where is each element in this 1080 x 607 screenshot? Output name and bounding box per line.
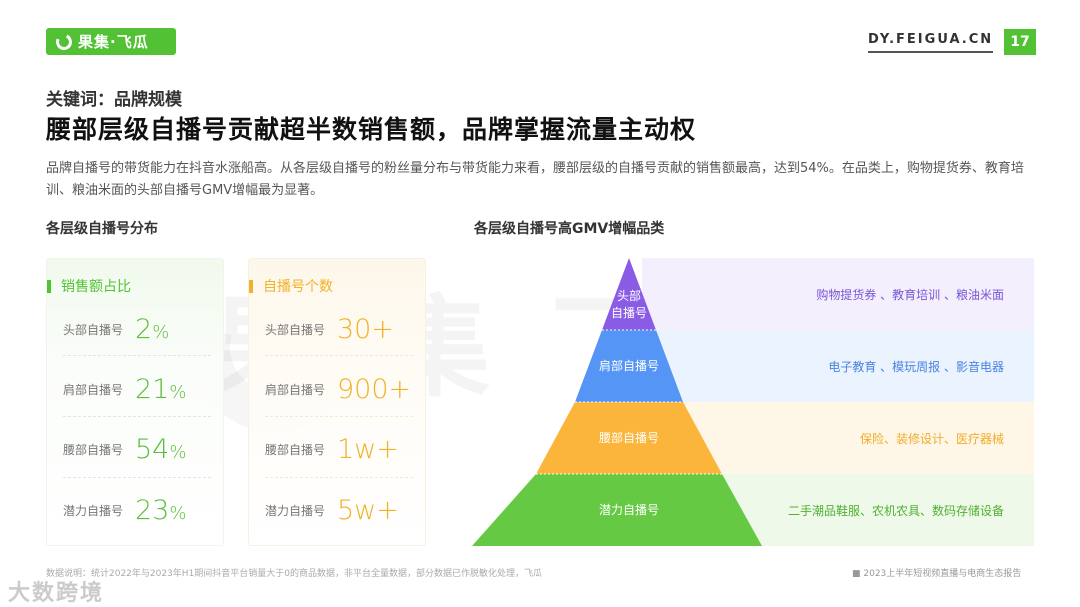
description: 品牌自播号的带货能力在抖音水涨船高。从各层级自播号的粉丝量分布与带货能力来看，腰… (46, 161, 1024, 198)
divider (63, 477, 211, 478)
list-item: 潜力自播号 23% (63, 480, 211, 540)
site-url: DY.FEIGUA.CN (868, 32, 994, 53)
tier-value: 54% (135, 433, 187, 465)
tier-label-head: 头部 自播号 (610, 289, 647, 320)
sales-share-card: 销售额占比 头部自播号 2% 肩部自播号 21% 腰部自播号 54% 潜力自播号… (46, 258, 224, 546)
tier-value: 2% (135, 313, 170, 345)
heading-bar-icon (249, 279, 253, 293)
tier-label: 腰部自播号 (265, 442, 326, 457)
tier-band-shoulder: 电子教育 、模玩周报 、影音电器 (642, 330, 1034, 402)
heading-bar-icon (47, 279, 51, 293)
report-name: ■ 2023上半年短视频直播与电商生态报告 (852, 569, 1022, 579)
right-section-title: 各层级自播号高GMV增幅品类 (474, 221, 665, 237)
tier-value: 21% (135, 373, 187, 405)
tier-label: 肩部自播号 (265, 382, 326, 397)
tier-label: 头部自播号 (63, 322, 124, 337)
tier-label-potential: 潜力自播号 (598, 503, 659, 517)
brand-logo: 果集·飞瓜 (46, 28, 176, 55)
page-number: 17 (1004, 29, 1036, 55)
list-item: 潜力自播号 5w+ (265, 480, 413, 540)
page-title: 腰部层级自播号贡献超半数销售额，品牌掌握流量主动权 (46, 115, 697, 144)
tier-value: 1w+ (337, 433, 399, 465)
divider (63, 416, 211, 417)
list-item: 头部自播号 2% (63, 299, 211, 359)
tier-categories: 电子教育 、模玩周报 、影音电器 (828, 359, 1004, 374)
tier-value: 900+ (337, 373, 412, 405)
tier-categories: 购物提货券 、教育培训 、粮油米面 (816, 287, 1004, 302)
divider (265, 416, 413, 417)
logo-icon (53, 31, 75, 52)
tier-label: 腰部自播号 (63, 442, 124, 457)
card-heading: 销售额占比 (47, 276, 131, 296)
divider (63, 355, 211, 356)
tier-label-waist: 腰部自播号 (598, 431, 659, 445)
left-section-title: 各层级自播号分布 (46, 221, 158, 237)
tier-categories: 保险、装修设计、医疗器械 (859, 431, 1004, 446)
tier-categories: 二手潮品鞋服、农机农具、数码存储设备 (787, 503, 1004, 518)
keyword-label: 关键词：品牌规模 (46, 90, 182, 110)
list-item: 腰部自播号 54% (63, 419, 211, 479)
tier-label: 潜力自播号 (265, 503, 326, 518)
card-heading: 自播号个数 (249, 276, 333, 296)
tier-value: 5w+ (337, 494, 399, 526)
corner-watermark: 大数跨境 (8, 581, 105, 606)
tier-label: 潜力自播号 (63, 503, 124, 518)
list-item: 肩部自播号 21% (63, 359, 211, 419)
pyramid-shape (472, 258, 762, 546)
card-heading-text: 销售额占比 (61, 279, 131, 295)
tier-pyramid: 购物提货券 、教育培训 、粮油米面 电子教育 、模玩周报 、影音电器 保险、装修… (472, 258, 1034, 548)
card-heading-text: 自播号个数 (263, 279, 333, 295)
tier-label: 肩部自播号 (63, 382, 124, 397)
tier-band-head: 购物提货券 、教育培训 、粮油米面 (642, 258, 1034, 330)
tier-value: 23% (135, 494, 187, 526)
tier-value: 30+ (337, 313, 394, 345)
tier-label: 头部自播号 (265, 322, 326, 337)
list-item: 肩部自播号 900+ (265, 359, 413, 419)
list-item: 腰部自播号 1w+ (265, 419, 413, 479)
divider (265, 477, 413, 478)
divider (265, 355, 413, 356)
data-footnote: 数据说明：统计2022年与2023年H1期间抖音平台销量大于0的商品数据，非平台… (46, 569, 543, 579)
tier-label-shoulder: 肩部自播号 (598, 359, 659, 373)
logo-text: 果集·飞瓜 (78, 33, 149, 51)
account-count-card: 自播号个数 头部自播号 30+ 肩部自播号 900+ 腰部自播号 1w+ 潜力自… (248, 258, 426, 546)
list-item: 头部自播号 30+ (265, 299, 413, 359)
